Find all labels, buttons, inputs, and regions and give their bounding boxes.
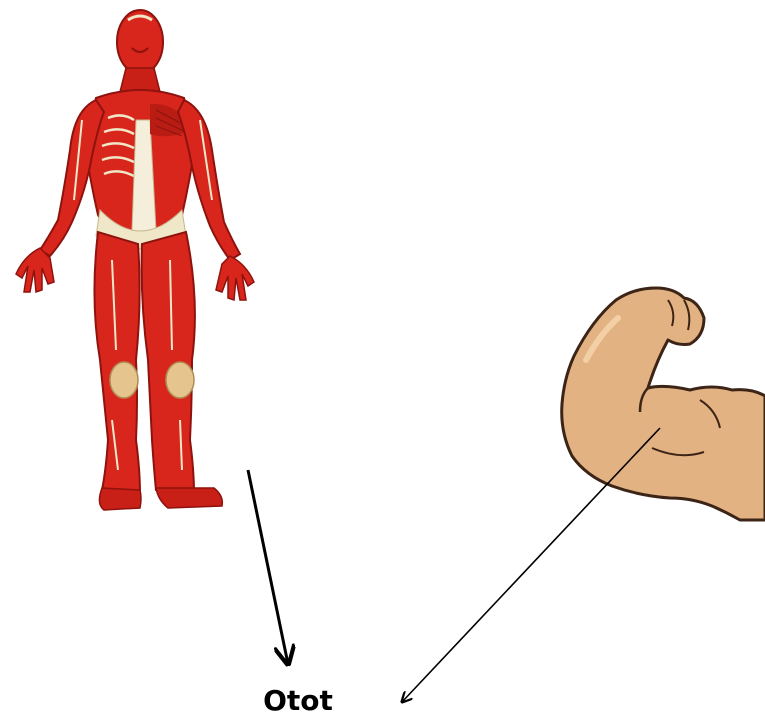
arrow-arm-to-label xyxy=(402,428,660,702)
flexed-arm-illustration xyxy=(562,287,765,520)
arrow-figure-to-label xyxy=(248,470,288,664)
muscular-figure-illustration xyxy=(16,10,254,510)
muscle-label: Otot xyxy=(248,684,348,718)
